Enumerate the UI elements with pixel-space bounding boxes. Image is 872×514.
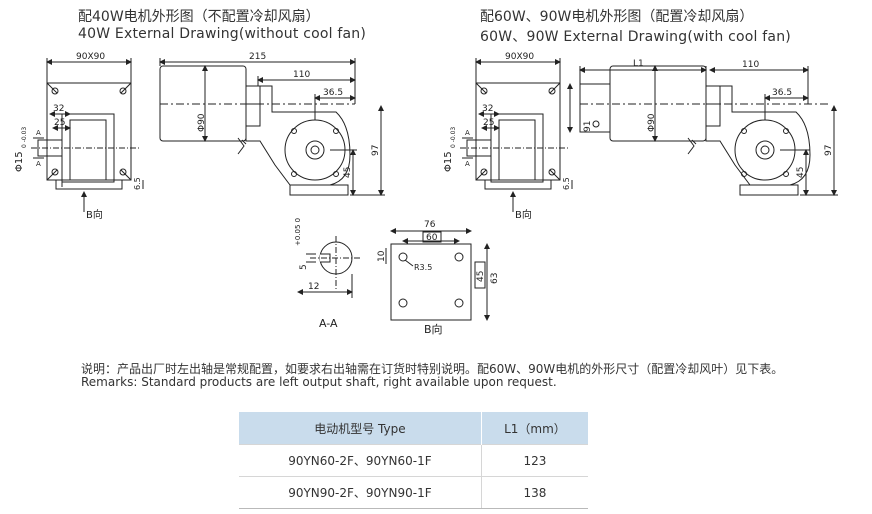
left-dim-half: 36.5 [323,88,343,98]
section-aa-labels: +0.05 0 5 12 A-A [294,218,338,330]
right-dim-phi90: Φ90 [647,113,657,132]
left-dim-frame: 90X90 [76,52,105,62]
right-dim-length: L1 [633,59,644,69]
left-cut-a-top: A [36,129,41,137]
left-title-en: 40W External Drawing(without cool fan) [78,26,367,42]
view-b-radius: R3.5 [414,263,432,272]
left-dim-h45: 45 [343,167,353,178]
right-dim-h45: 45 [796,167,806,178]
right-title-en: 60W、90W External Drawing(with cool fan) [480,29,791,45]
left-dim-shaft-length: 25 [54,118,65,128]
header-l1: L1（mm） [481,412,588,445]
right-title-zh: 配60W、90W电机外形图（配置冷却风扇） [480,9,754,25]
right-dim-tolerance: 0 -0.03 [450,127,457,148]
remarks-en: Remarks: Standard products are left outp… [81,375,557,389]
right-dim-half: 36.5 [772,88,792,98]
right-dim-height: 97 [824,145,834,156]
left-dim-height: 97 [371,145,381,156]
left-drawing [31,58,385,212]
l1-spec-table: 电动机型号 Type L1（mm） 90YN60-2F、90YN60-1F 12… [239,412,588,509]
right-dim-frame: 90X90 [505,52,534,62]
left-cut-a-bottom: A [36,160,41,168]
left-title-zh: 配40W电机外形图（不配置冷却风扇） [78,9,320,25]
row2-type: 90YN90-2F、90YN90-1F [239,476,482,509]
left-dimension-labels: 90X90 215 110 36.5 32 25 A A B向 Φ15 0 -0… [14,52,381,221]
left-dim-phi90: Φ90 [197,113,207,132]
left-view-b-label: B向 [86,208,103,221]
view-b-label: B向 [424,322,443,336]
left-dim-phi15: Φ15 [14,151,25,172]
section-aa-tolerance: +0.05 0 [294,218,302,246]
row1-l1: 123 [481,444,588,477]
view-b-dim-76: 76 [424,220,436,230]
right-dimension-labels: 90X90 L1 110 36.5 32 25 A A B向 Φ15 0 -0.… [443,52,834,221]
view-b-dim-45: 45 [476,271,486,282]
right-dim-shaft-length: 25 [483,118,494,128]
left-dim-shaft-offset: 32 [53,104,64,114]
right-dim-phi15: Φ15 [443,151,454,172]
header-type: 电动机型号 Type [239,412,482,445]
view-b-labels: 76 60 10 R3.5 45 63 B向 [377,220,500,336]
right-dim-gear: 110 [742,60,759,70]
table-header-row: 电动机型号 Type L1（mm） [239,412,588,445]
view-b [385,228,490,321]
right-dim-91: 91 [583,121,593,132]
section-aa-dim-5: 5 [299,264,309,270]
remarks-zh: 说明：产品出厂时左出轴是常规配置，如要求右出轴需在订货时特别说明。配60W、90… [81,362,784,376]
section-aa [297,236,360,298]
left-dim-length: 215 [249,52,266,62]
view-b-dim-63: 63 [490,273,500,284]
right-cut-a-bottom: A [465,160,470,168]
right-cut-a-top: A [465,129,470,137]
row2-l1: 138 [481,476,588,509]
right-drawing [460,58,838,212]
right-dim-h65: 6.5 [562,177,571,190]
section-aa-dim-12: 12 [308,282,319,292]
row1-type: 90YN60-2F、90YN60-1F [239,444,482,477]
view-b-dim-60: 60 [426,233,438,243]
right-dim-shaft-offset: 32 [482,104,493,114]
section-aa-label: A-A [319,317,338,330]
table-row: 90YN90-2F、90YN90-1F 138 [239,476,588,509]
table-row: 90YN60-2F、90YN60-1F 123 [239,444,588,477]
left-dim-gear: 110 [293,70,310,80]
right-view-b-label: B向 [515,208,532,221]
left-dim-h65: 6.5 [133,177,142,190]
view-b-dim-10: 10 [377,250,387,262]
left-front-frame [46,82,132,181]
right-front-frame [475,82,561,181]
left-dim-tolerance: 0 -0.03 [21,127,28,148]
view-b-plate [390,243,472,321]
